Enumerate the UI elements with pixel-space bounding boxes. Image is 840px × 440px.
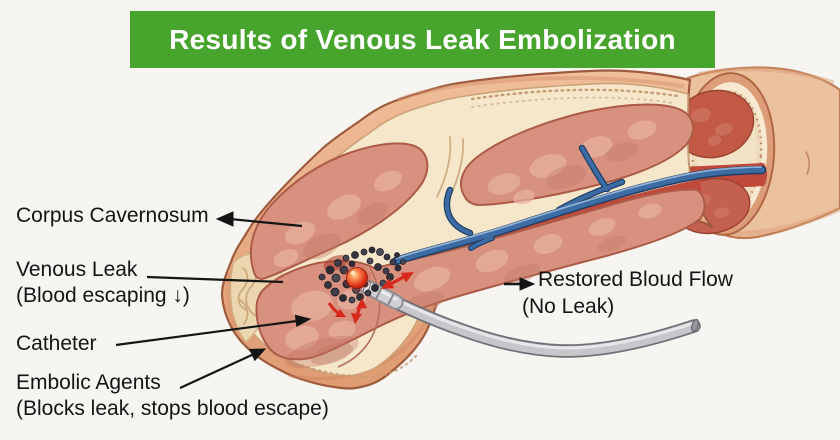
embolic-agents-subtext: (Blocks leak, stops blood escape): [16, 397, 329, 420]
label-embolic-agents: Embolic Agents (Blocks leak, stops blood…: [16, 370, 329, 422]
embolization-glow: [343, 264, 371, 292]
label-venous-leak: Venous Leak (Blood escaping ↓): [16, 257, 190, 309]
corpus-cavernosum-arrow: [215, 211, 234, 227]
catheter-arrow: [294, 314, 312, 327]
restored-flow-text: Restored Bloud Flow: [538, 268, 733, 291]
label-restored-flow-sub: (No Leak): [522, 294, 614, 320]
catheter-open-end: [690, 318, 700, 333]
embolic-agents-text: Embolic Agents: [16, 371, 161, 394]
venous-leak-text: Venous Leak: [16, 258, 138, 281]
restored-flow-subtext: (No Leak): [522, 295, 615, 318]
venous-leak-subtext: (Blood escaping ↓): [16, 284, 190, 307]
catheter-text: Catheter: [16, 332, 97, 355]
blocked-flow-arrows: [327, 272, 414, 324]
leader-lines: [115, 211, 536, 389]
embolic-agents-arrow: [249, 348, 267, 362]
label-catheter: Catheter: [16, 331, 97, 357]
embolic-agents-cluster: [318, 246, 406, 304]
corpus-cavernosum-text: Corpus Cavernosum: [16, 204, 209, 227]
venous-leak-line: [146, 275, 284, 284]
page-title: Results of Venous Leak Embolization: [169, 23, 676, 55]
dorsal-vein: [391, 144, 767, 266]
label-corpus-cavernosum: Corpus Cavernosum: [16, 203, 209, 229]
corpus-cavernosum-upper-left: [249, 142, 429, 281]
title-banner: Results of Venous Leak Embolization: [130, 11, 715, 68]
corpus-cavernosum-upper-right: [460, 103, 694, 207]
catheter-tube: [359, 279, 701, 358]
label-restored-flow: Restored Bloud Flow: [538, 267, 733, 293]
